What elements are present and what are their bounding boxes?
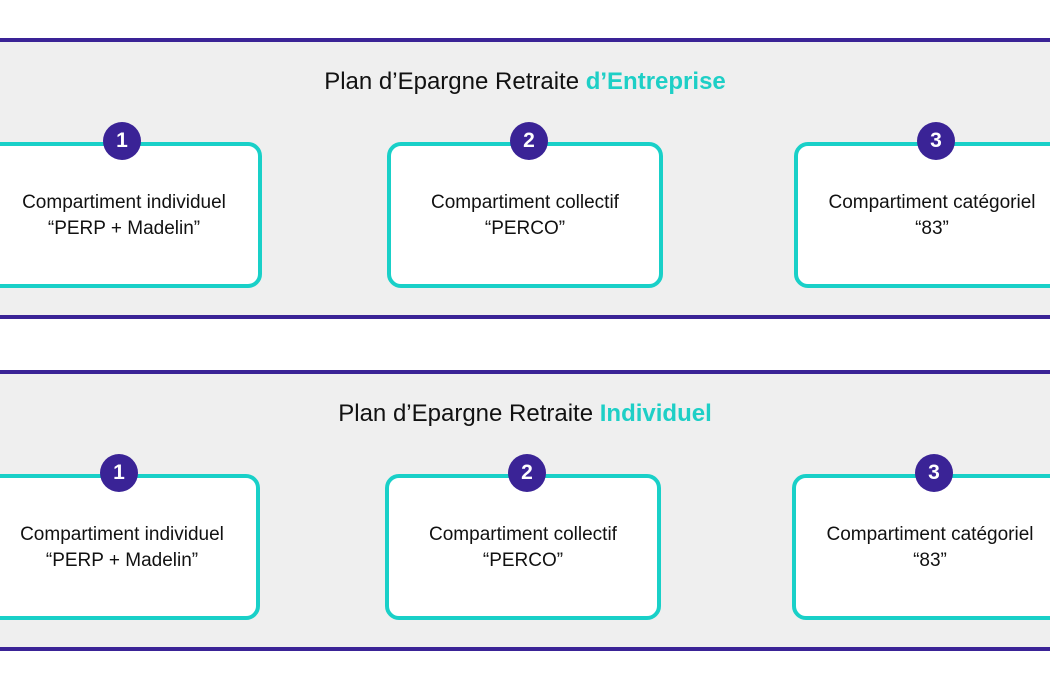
compartment-subtitle: “PERCO”	[484, 218, 566, 239]
step-number-badge: 3	[915, 454, 953, 492]
compartment-name: Compartiment collectif	[429, 524, 617, 545]
compartment-name: Compartiment individuel	[22, 192, 226, 213]
compartment-card-3: Compartiment catégoriel “83”	[792, 474, 1050, 620]
section-title: Plan d’Epargne Retraite Individuel	[0, 400, 1050, 428]
compartment-card-text: Compartiment individuel “PERP + Madelin”	[0, 190, 298, 242]
compartment-card-text: Compartiment catégoriel “83”	[758, 190, 1050, 242]
compartment-card-text: Compartiment catégoriel “83”	[756, 522, 1050, 574]
section-title-highlight: Individuel	[599, 400, 712, 427]
section-band-individuel: Plan d’Epargne Retraite Individuel Compa…	[0, 370, 1050, 651]
compartment-name: Compartiment collectif	[431, 192, 619, 213]
step-number-badge: 2	[508, 454, 546, 492]
compartment-card-text: Compartiment collectif “PERCO”	[349, 522, 697, 574]
compartment-card-2: Compartiment collectif “PERCO”	[387, 142, 663, 288]
section-title-prefix: Plan d’Epargne Retraite	[324, 68, 586, 95]
step-number-badge: 2	[510, 122, 548, 160]
step-number-badge: 1	[100, 454, 138, 492]
compartment-subtitle: “PERCO”	[482, 550, 564, 571]
compartment-subtitle: “83”	[913, 550, 947, 571]
section-title: Plan d’Epargne Retraite d’Entreprise	[0, 68, 1050, 96]
compartment-subtitle: “PERP + Madelin”	[45, 550, 199, 571]
compartment-card-3: Compartiment catégoriel “83”	[794, 142, 1050, 288]
compartment-card-1: Compartiment individuel “PERP + Madelin”	[0, 474, 260, 620]
compartment-card-2: Compartiment collectif “PERCO”	[385, 474, 661, 620]
compartment-card-text: Compartiment collectif “PERCO”	[351, 190, 699, 242]
section-band-entreprise: Plan d’Epargne Retraite d’Entreprise Com…	[0, 38, 1050, 319]
compartment-card-1: Compartiment individuel “PERP + Madelin”	[0, 142, 262, 288]
section-title-highlight: d’Entreprise	[585, 68, 726, 95]
compartment-name: Compartiment catégoriel	[828, 192, 1036, 213]
compartment-name: Compartiment catégoriel	[826, 524, 1034, 545]
section-title-prefix: Plan d’Epargne Retraite	[338, 400, 600, 427]
step-number-badge: 1	[103, 122, 141, 160]
step-number-badge: 3	[917, 122, 955, 160]
compartment-subtitle: “83”	[915, 218, 949, 239]
compartment-subtitle: “PERP + Madelin”	[47, 218, 201, 239]
compartment-name: Compartiment individuel	[20, 524, 224, 545]
compartment-card-text: Compartiment individuel “PERP + Madelin”	[0, 522, 296, 574]
